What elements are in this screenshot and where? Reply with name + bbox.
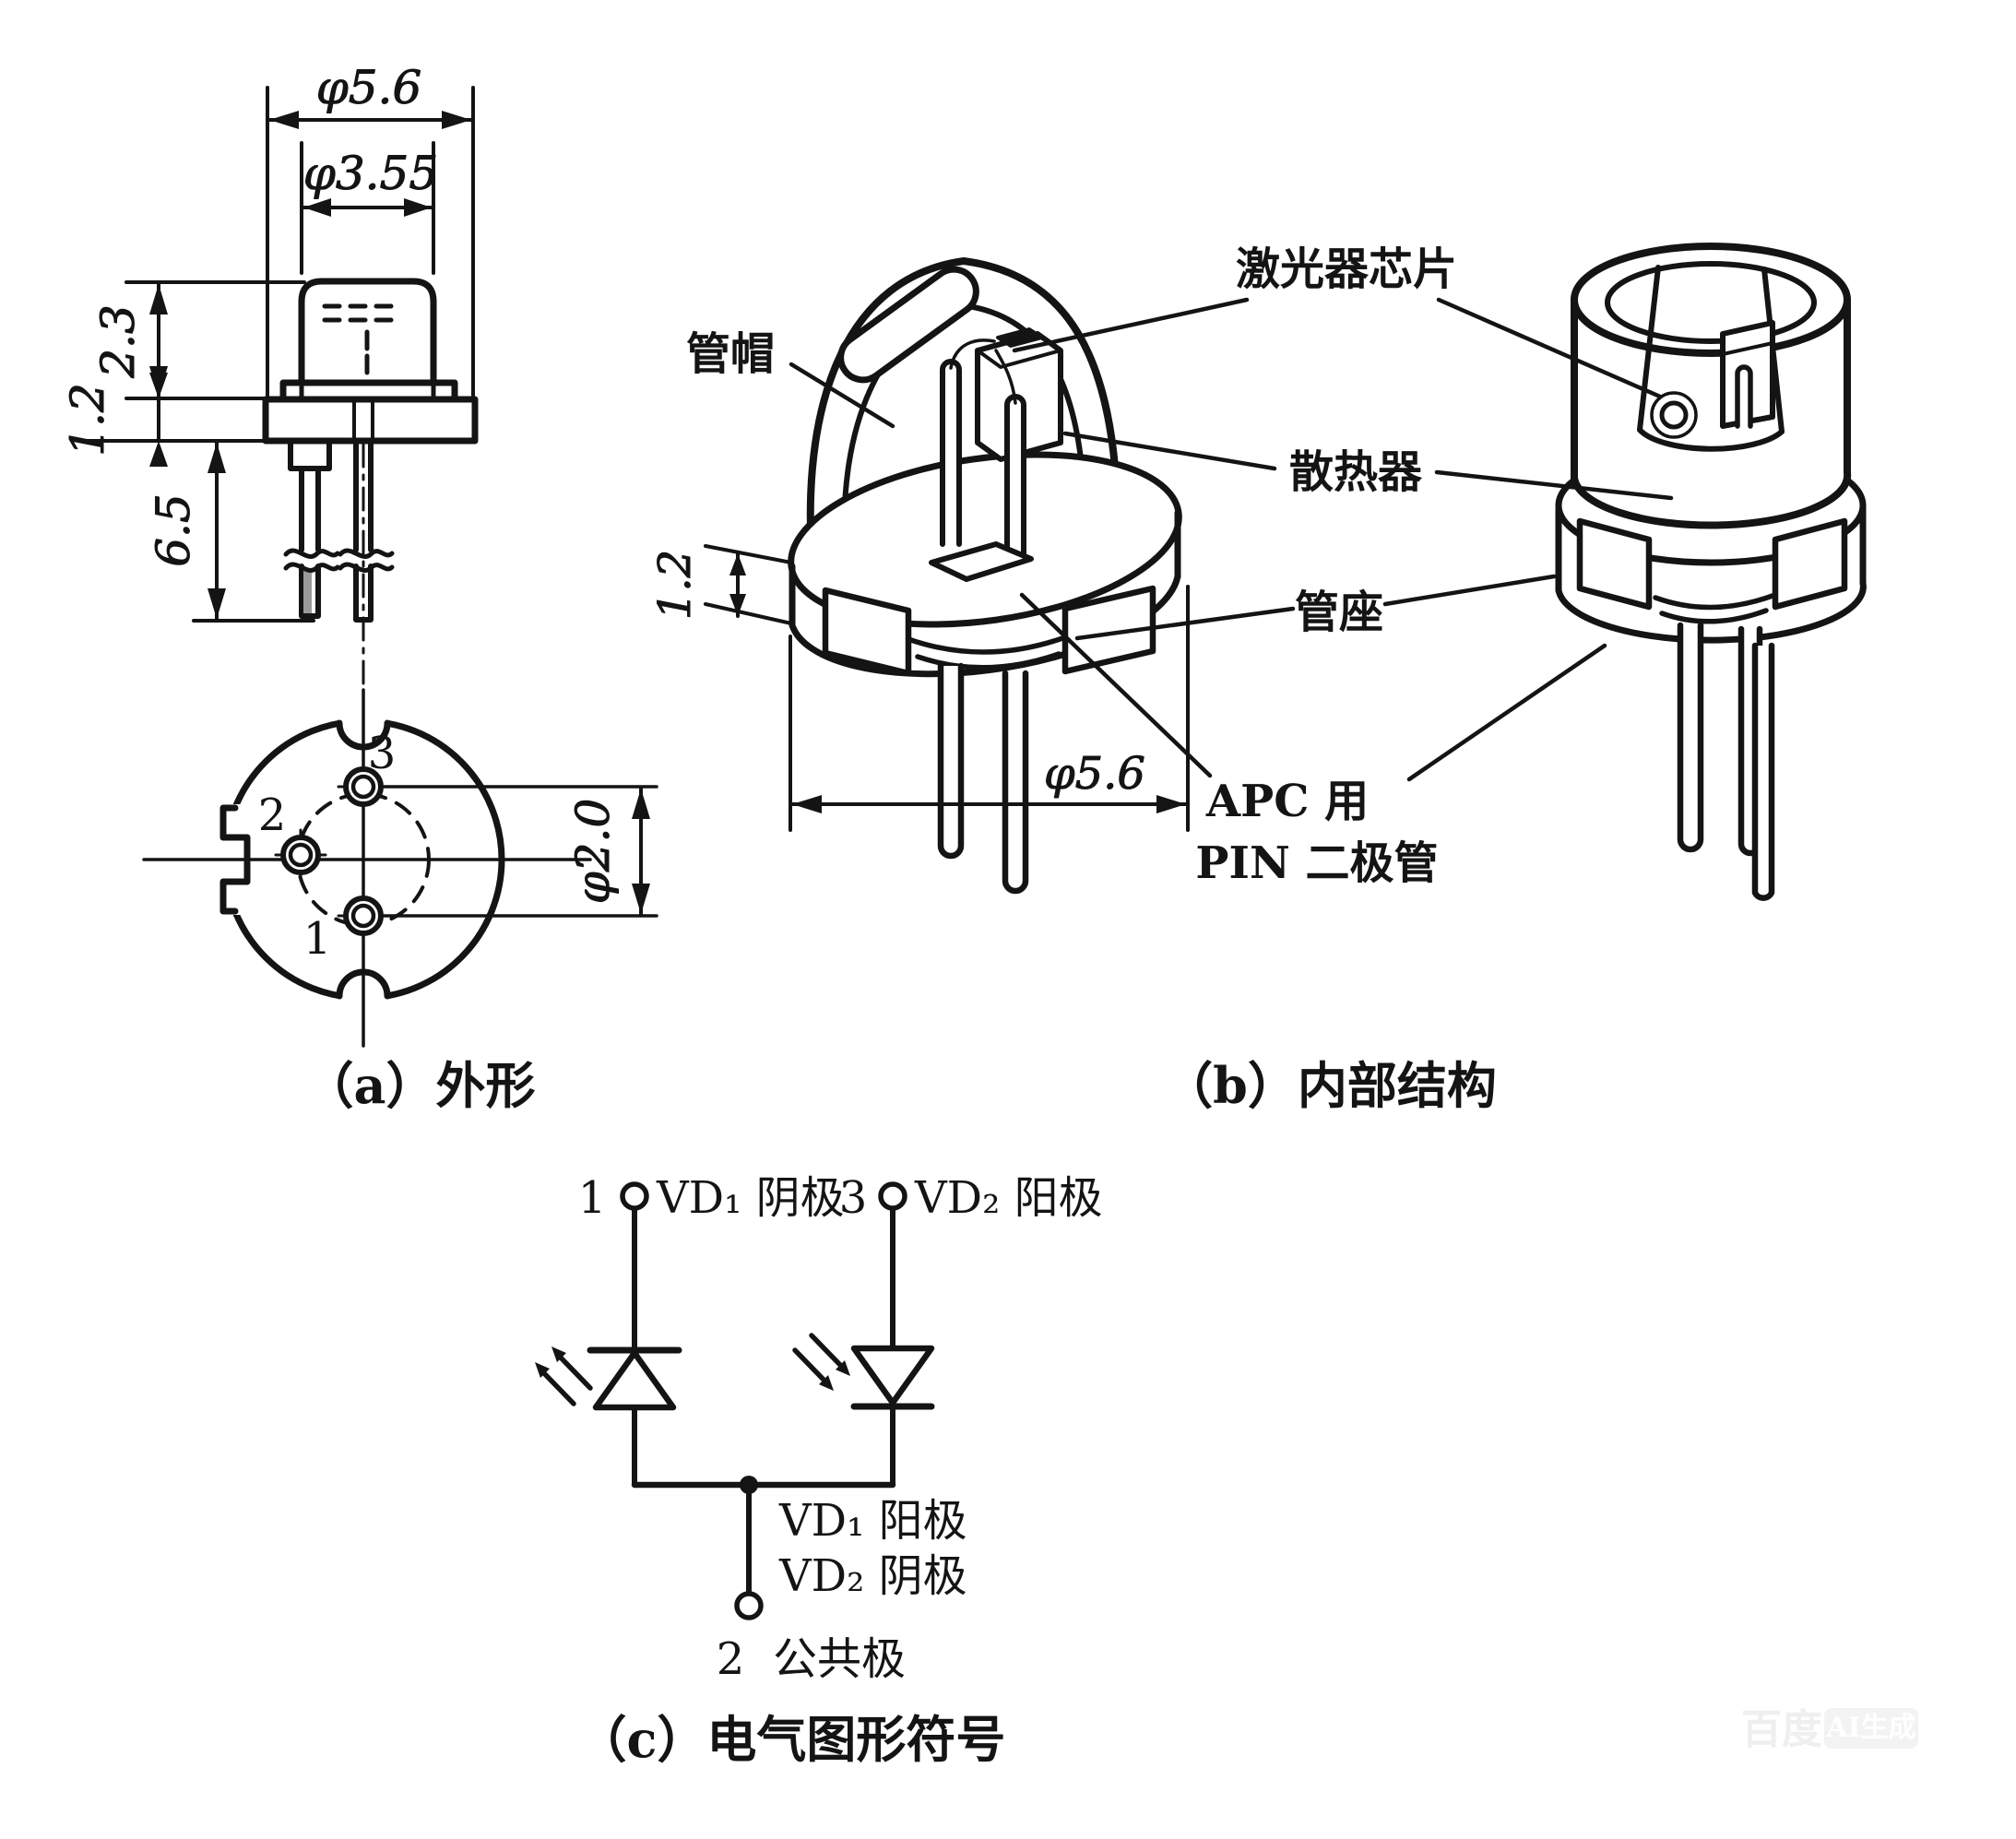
pin1-symbol	[337, 889, 390, 943]
leader-apc-right	[1406, 643, 1607, 782]
terminal-2	[734, 1591, 764, 1620]
post-a	[940, 359, 962, 547]
dim-phi355-a: φ3.55	[300, 141, 439, 275]
panel-c-electrical-symbol: 1 VD₁ 阴极 3 VD₂ 阳极 VD₁ 阳极 VD₂ 阴极 2 公共极 （c…	[535, 1172, 1103, 1769]
right-fig-pin3	[1751, 642, 1775, 901]
laser-chip	[996, 327, 1044, 348]
panel-b-caption: （b）内部结构	[1163, 1056, 1497, 1115]
leader-heatsink-left	[1062, 431, 1277, 471]
left-fig-pin2	[1002, 670, 1029, 895]
bottom-view: 3 2 1 φ2.0	[142, 688, 658, 1048]
watermark: 百度 AI生成	[1741, 1706, 1918, 1753]
common-name-label: 公共极	[773, 1633, 906, 1685]
right-post	[1735, 364, 1753, 429]
panel-b-internal-structure: 管帽 激光器芯片 散热器 管座 APC 用 PIN 二极管 1.2 φ5.6 （…	[649, 243, 1867, 1115]
pin3-terminal-label: VD₂ 阳极	[914, 1172, 1103, 1224]
panel-c-caption: （c）电气图形符号	[577, 1710, 1006, 1769]
pin-break-marks	[283, 548, 395, 573]
dim-phi56-a: φ5.6	[266, 61, 475, 398]
pin2-terminal-number: 2	[717, 1633, 745, 1685]
right-cutaway-figure	[1555, 243, 1867, 901]
flange	[279, 379, 458, 403]
vd1-laser-diode	[535, 1347, 682, 1488]
pin3-number: 3	[368, 728, 397, 779]
leader-lines	[789, 297, 1674, 782]
dim-12-b-text: 1.2	[649, 550, 701, 620]
left-pin	[288, 438, 332, 619]
post-b	[1004, 394, 1026, 564]
base-tab-right	[1061, 585, 1156, 675]
panel-a-outline-view: φ5.6 φ3.55 2.3 1.2	[61, 61, 658, 1115]
label-cap: 管帽	[686, 328, 775, 380]
left-cutaway-figure	[788, 257, 1182, 895]
label-chip: 激光器芯片	[1236, 243, 1457, 295]
leader-header-right	[1382, 574, 1557, 607]
right-cap-body	[1571, 296, 1852, 529]
dim-phi20-a: φ2.0	[382, 785, 658, 918]
leader-header-left	[1074, 606, 1296, 641]
can-outline	[298, 278, 437, 386]
left-fig-pin1	[937, 662, 965, 860]
leader-heatsink-right	[1434, 469, 1674, 501]
right-base-tab-right	[1772, 517, 1848, 611]
dim-23-a-text: 2.3	[91, 304, 145, 379]
panel-a-caption: （a）外形	[304, 1056, 536, 1115]
pin1-terminal-number: 1	[578, 1172, 607, 1224]
dim-phi355-a-text: φ3.55	[303, 147, 438, 200]
leader-chip-left	[1012, 297, 1250, 353]
pin2-number: 2	[258, 789, 287, 841]
watermark-brand: 百度	[1741, 1706, 1822, 1753]
dim-phi56-b-text: φ5.6	[1044, 748, 1145, 800]
dim-12-b: 1.2	[649, 544, 793, 625]
label-header: 管座	[1295, 587, 1383, 638]
dim-12-a-text: 1.2	[61, 383, 114, 457]
cap-window	[837, 266, 979, 384]
label-apc-line1: APC 用	[1205, 776, 1369, 827]
side-view	[262, 278, 479, 688]
right-base-tab-left	[1576, 517, 1653, 611]
can-window-dashes	[322, 303, 394, 375]
right-fig-pin1	[1677, 622, 1704, 853]
terminal-3	[878, 1181, 907, 1211]
label-apc-line2: PIN 二极管	[1195, 837, 1438, 889]
common-label-line2: VD₂ 阴极	[778, 1550, 967, 1602]
leader-chip-right	[1436, 297, 1663, 399]
watermark-badge-text: AI生成	[1825, 1712, 1915, 1744]
leader-apc-left	[1019, 592, 1213, 778]
schematic-wiring	[535, 1181, 935, 1620]
right-interior	[1637, 265, 1785, 452]
pin-photodiode-plate	[929, 541, 1034, 582]
leader-cap	[789, 362, 895, 429]
common-label-line1: VD₁ 阳极	[778, 1495, 967, 1547]
label-heatsink: 散热器	[1289, 446, 1423, 498]
watermark-badge	[1824, 1708, 1918, 1749]
dim-phi56-b: φ5.6	[789, 585, 1190, 832]
pin2-symbol	[274, 828, 327, 882]
terminal-1	[620, 1181, 649, 1211]
dim-phi56-a-text: φ5.6	[316, 61, 422, 114]
dim-65-a: 6.5	[147, 441, 315, 623]
pin3-terminal-number: 3	[839, 1172, 868, 1224]
dim-12-a: 1.2	[61, 373, 267, 467]
pin1-number: 1	[303, 913, 332, 965]
base-tab-left	[822, 587, 912, 677]
right-cap-rim-opening	[1605, 261, 1817, 344]
pin1-terminal-label: VD₁ 阴极	[656, 1172, 845, 1224]
dim-phi20-a-text: φ2.0	[566, 799, 620, 905]
pin3-symbol	[337, 760, 390, 813]
interior-parts	[929, 327, 1063, 582]
dim-23-a: 2.3	[91, 280, 306, 400]
header-base	[262, 396, 479, 445]
dim-65-a-text: 6.5	[147, 493, 200, 567]
vd2-photodiode	[792, 1333, 935, 1488]
